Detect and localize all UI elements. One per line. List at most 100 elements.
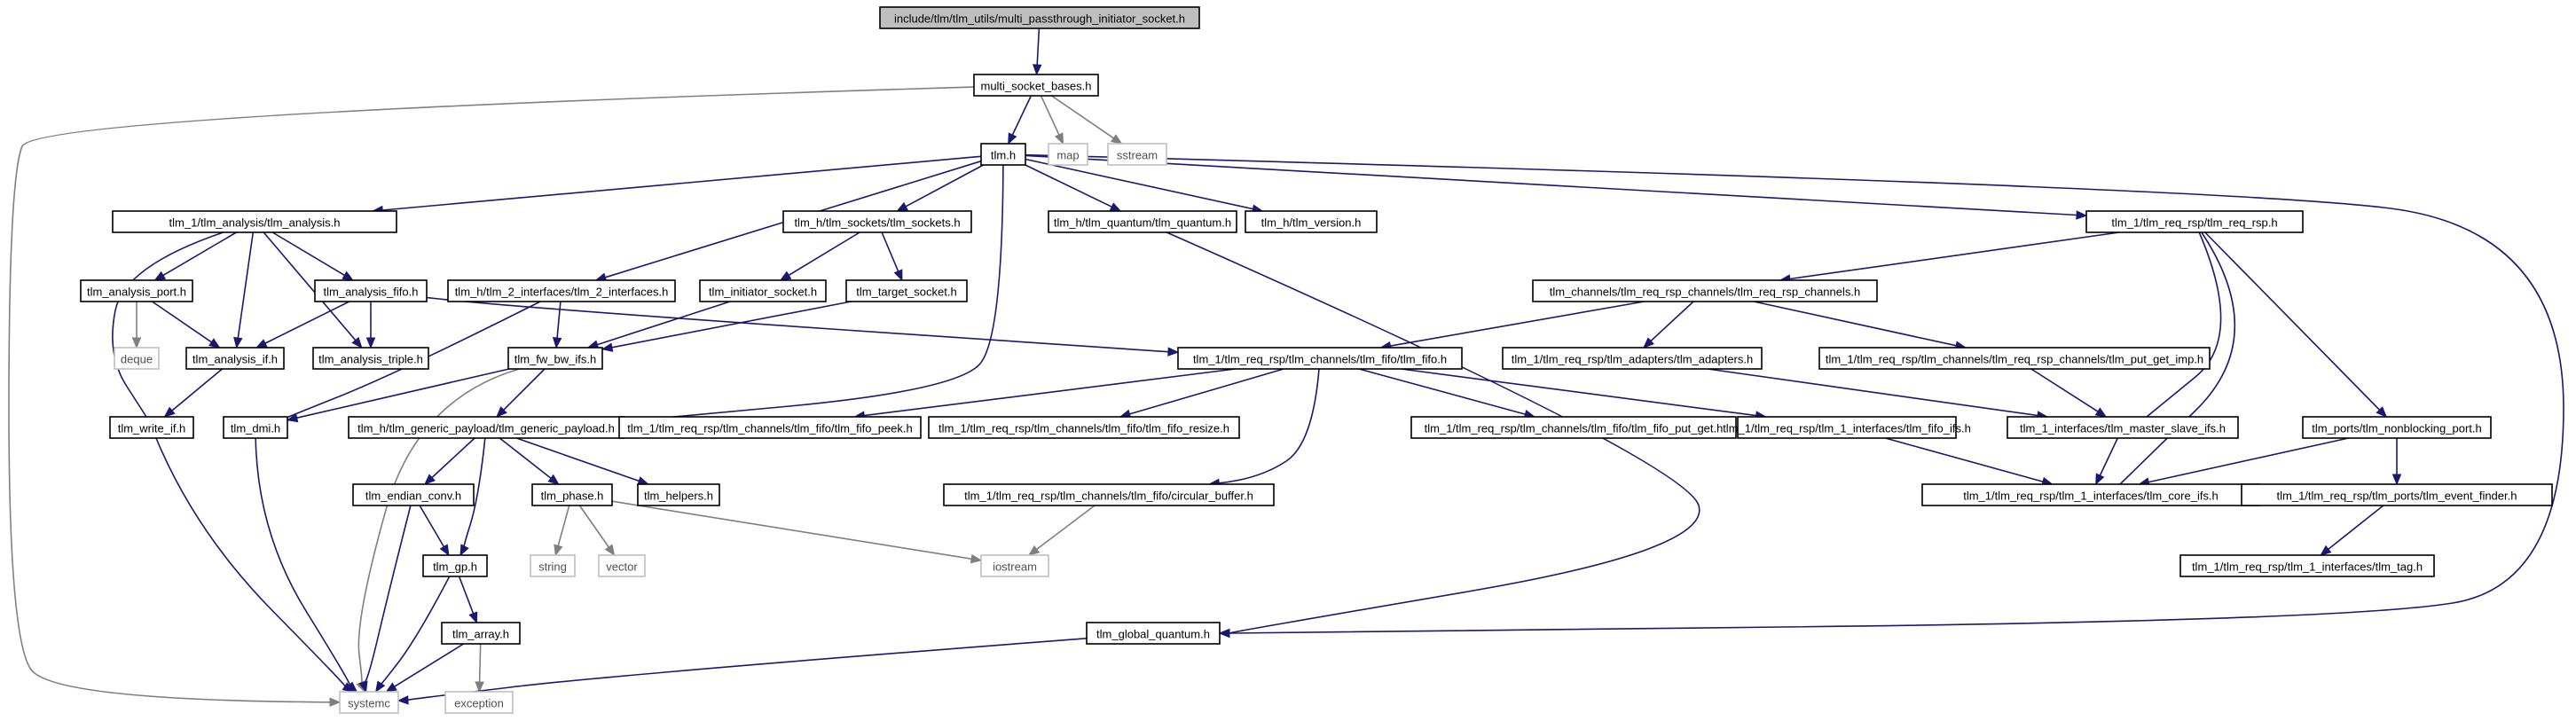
node-array[interactable]: tlm_array.h [441, 622, 521, 645]
node-resize[interactable]: tlm_1/tlm_req_rsp/tlm_channels/tlm_fifo/… [928, 416, 1240, 439]
node-box [422, 554, 488, 577]
node-sockets[interactable]: tlm_h/tlm_sockets/tlm_sockets.h [782, 210, 972, 233]
edge-tlm-to-reqrsp [1025, 154, 2088, 220]
edge-aport-to-aif [152, 301, 221, 349]
edge-reqrsp-to-rrchan [1779, 231, 2120, 284]
edge-gq-to-systemc [397, 638, 1088, 705]
node-msifs[interactable]: tlm_1_interfaces/tlm_master_slave_ifs.h [2007, 416, 2239, 439]
node-label: exception [454, 697, 504, 710]
edge-isock-to-fwbw [586, 301, 731, 349]
node-box [312, 347, 429, 370]
node-label: tlm_1/tlm_req_rsp/tlm_req_rsp.h [2111, 216, 2277, 230]
node-label: tlm_channels/tlm_req_rsp_channels/tlm_re… [1550, 286, 1860, 299]
node-label: tlm_1/tlm_req_rsp/tlm_1_interfaces/tlm_f… [1723, 422, 1971, 435]
edge-nbport-to-coreifs [2138, 437, 2349, 487]
edge-fifo-to-fputget [1358, 368, 1536, 419]
node-box [879, 6, 1200, 29]
node-label: tlm_1/tlm_req_rsp/tlm_adapters/tlm_adapt… [1512, 353, 1753, 366]
edge-dmi-to-systemc [255, 437, 358, 693]
node-box [2085, 210, 2304, 233]
edge-gp-to-tgp [459, 437, 486, 557]
node-nbport[interactable]: tlm_ports/tlm_nonblocking_port.h [2302, 416, 2492, 439]
node-fwbw[interactable]: tlm_fw_bw_ifs.h [507, 347, 603, 370]
edge-rrchan-to-adapters [1642, 301, 1694, 349]
node-fputget[interactable]: tlm_1/tlm_req_rsp/tlm_channels/tlm_fifo/… [1410, 416, 1737, 439]
node-label: tlm_ports/tlm_nonblocking_port.h [2312, 422, 2482, 435]
edge-ifs2-to-fwbw [552, 301, 562, 349]
edge-gp-to-phase [499, 437, 560, 485]
node-box [699, 279, 827, 302]
edge-msifs-to-coreifs [2095, 437, 2119, 486]
node-gp[interactable]: tlm_h/tlm_generic_payload/tlm_generic_pa… [348, 416, 624, 439]
node-label: tlm_1/tlm_analysis/tlm_analysis.h [169, 216, 341, 230]
node-box [531, 483, 613, 506]
node-reqrsp[interactable]: tlm_1/tlm_req_rsp/tlm_req_rsp.h [2085, 210, 2304, 233]
node-label: tlm_analysis_triple.h [318, 353, 423, 366]
node-writeif[interactable]: tlm_write_if.h [109, 416, 194, 439]
edge-reqrsp-to-nbport [2204, 231, 2388, 418]
node-label: tlm_dmi.h [231, 422, 280, 435]
node-aif[interactable]: tlm_analysis_if.h [185, 347, 285, 370]
edge-phase-to-vector [578, 505, 616, 557]
edge-evfinder-to-tag [2320, 505, 2384, 556]
node-ifs2[interactable]: tlm_h/tlm_2_interfaces/tlm_2_interfaces.… [447, 279, 676, 302]
node-peek[interactable]: tlm_1/tlm_req_rsp/tlm_channels/tlm_fifo/… [618, 416, 922, 439]
node-tgp[interactable]: tlm_gp.h [422, 554, 488, 577]
node-label: sstream [1117, 149, 1158, 162]
node-atriple[interactable]: tlm_analysis_triple.h [312, 347, 429, 370]
node-box [973, 74, 1099, 97]
node-tsock[interactable]: tlm_target_socket.h [845, 279, 968, 302]
edge-rrchan-to-fifo [1379, 301, 1645, 351]
node-fifo[interactable]: tlm_1/tlm_req_rsp/tlm_channels/tlm_fifo/… [1177, 347, 1463, 370]
edge-fifoifs-to-coreifs [1885, 437, 2054, 486]
node-fifoifs[interactable]: tlm_1/tlm_req_rsp/tlm_1_interfaces/tlm_f… [1723, 416, 1971, 439]
node-tlm[interactable]: tlm.h [980, 143, 1026, 166]
node-box [314, 279, 428, 302]
node-coreifs[interactable]: tlm_1/tlm_req_rsp/tlm_1_interfaces/tlm_c… [1921, 483, 2260, 506]
edge-putget-to-msifs [2030, 368, 2108, 418]
node-version[interactable]: tlm_h/tlm_version.h [1245, 210, 1378, 233]
edge-tsock-to-fwbw [601, 301, 852, 352]
node-label: tlm_initiator_socket.h [709, 286, 817, 299]
node-phase[interactable]: tlm_phase.h [531, 483, 613, 506]
node-quantum[interactable]: tlm_h/tlm_quantum/tlm_quantum.h [1048, 210, 1237, 233]
node-analysis[interactable]: tlm_1/tlm_analysis/tlm_analysis.h [112, 210, 397, 233]
node-endian[interactable]: tlm_endian_conv.h [352, 483, 475, 506]
edge-analysis-to-afifo [271, 231, 354, 281]
node-putget[interactable]: tlm_1/tlm_req_rsp/tlm_channels/tlm_req_r… [1818, 347, 2211, 370]
node-rrchan[interactable]: tlm_channels/tlm_req_rsp_channels/tlm_re… [1532, 279, 1878, 302]
edge-array-to-exception [475, 643, 484, 694]
node-box [845, 279, 968, 302]
node-isock[interactable]: tlm_initiator_socket.h [699, 279, 827, 302]
node-label: tlm_1/tlm_req_rsp/tlm_1_interfaces/tlm_c… [1963, 490, 2219, 503]
edge-afifo-to-aif [255, 301, 350, 349]
node-label: tlm_helpers.h [644, 490, 713, 503]
node-afifo[interactable]: tlm_analysis_fifo.h [314, 279, 428, 302]
node-box [1502, 347, 1763, 370]
node-label: tlm_phase.h [541, 490, 604, 503]
node-tag[interactable]: tlm_1/tlm_req_rsp/tlm_1_interfaces/tlm_t… [2179, 554, 2435, 577]
node-label: include/tlm/tlm_utils/multi_passthrough_… [894, 12, 1185, 26]
node-deque: deque [114, 347, 160, 370]
node-box [1737, 416, 1957, 439]
node-box [112, 210, 397, 233]
node-evfinder[interactable]: tlm_1/tlm_req_rsp/tlm_ports/tlm_event_fi… [2241, 483, 2553, 506]
node-box [1410, 416, 1737, 439]
node-dmi[interactable]: tlm_dmi.h [223, 416, 288, 439]
node-aport[interactable]: tlm_analysis_port.h [80, 279, 193, 302]
node-cbuf[interactable]: tlm_1/tlm_req_rsp/tlm_channels/tlm_fifo/… [943, 483, 1275, 506]
edge-endian-to-systemc [358, 505, 412, 694]
node-root: include/tlm/tlm_utils/multi_passthrough_… [879, 6, 1200, 29]
node-box [782, 210, 972, 233]
edge-fwbw-to-dmi [286, 368, 510, 423]
node-helpers[interactable]: tlm_helpers.h [637, 483, 720, 506]
edge-reqrsp-to-coreifs [2119, 231, 2236, 485]
node-box [507, 347, 603, 370]
node-label: tlm_analysis_port.h [87, 286, 186, 299]
edge-msb-to-systemc [8, 86, 975, 708]
node-adapters[interactable]: tlm_1/tlm_req_rsp/tlm_adapters/tlm_adapt… [1502, 347, 1763, 370]
node-box [980, 143, 1026, 166]
dependency-edges [8, 27, 2564, 708]
node-msb[interactable]: multi_socket_bases.h [973, 74, 1099, 97]
node-gq[interactable]: tlm_global_quantum.h [1086, 622, 1221, 645]
